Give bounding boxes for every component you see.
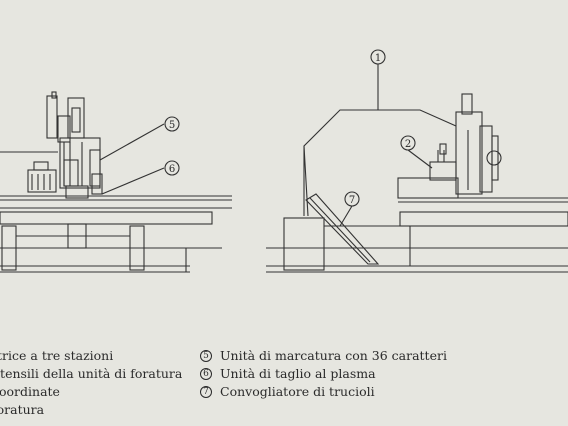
callout-2: 2 [400, 135, 416, 151]
right-machine [266, 93, 568, 273]
left-machine [0, 91, 232, 273]
callout-6-label: 6 [169, 164, 175, 175]
legend-left: ttrice a tre stazioni utensili della uni… [0, 347, 182, 419]
legend-item: foratura [0, 401, 182, 419]
legend-marker: 5 [200, 350, 212, 362]
legend-text: Unità di taglio al plasma [220, 366, 376, 381]
callout-leaders [99, 64, 433, 227]
legend-text: Unità di marcatura con 36 caratteri [220, 348, 447, 363]
legend-right: 5 Unità di marcatura con 36 caratteri 6 … [200, 347, 447, 401]
callout-5: 5 [164, 116, 180, 132]
legend-marker: 7 [200, 386, 212, 398]
legend-item: utensili della unità di foratura [0, 365, 182, 383]
callout-6: 6 [164, 160, 180, 176]
callout-1: 1 [370, 49, 386, 65]
legend-text: Convogliatore di trucioli [220, 384, 375, 399]
legend-item: coordinate [0, 383, 182, 401]
legend-text: foratura [0, 402, 45, 417]
legend-item: 6 Unità di taglio al plasma [200, 365, 447, 383]
legend-text: utensili della unità di foratura [0, 366, 183, 381]
legend-item: 5 Unità di marcatura con 36 caratteri [200, 347, 447, 365]
callout-2-label: 2 [405, 139, 411, 150]
legend-marker: 6 [200, 368, 212, 380]
callout-7: 7 [344, 191, 360, 207]
callout-7-label: 7 [349, 195, 355, 206]
legend-item: 7 Convogliatore di trucioli [200, 383, 447, 401]
legend-text: coordinate [0, 384, 60, 399]
legend-text: ttrice a tre stazioni [0, 348, 114, 363]
legend-item: ttrice a tre stazioni [0, 347, 182, 365]
callout-5-label: 5 [169, 120, 175, 131]
callout-1-label: 1 [375, 53, 381, 64]
